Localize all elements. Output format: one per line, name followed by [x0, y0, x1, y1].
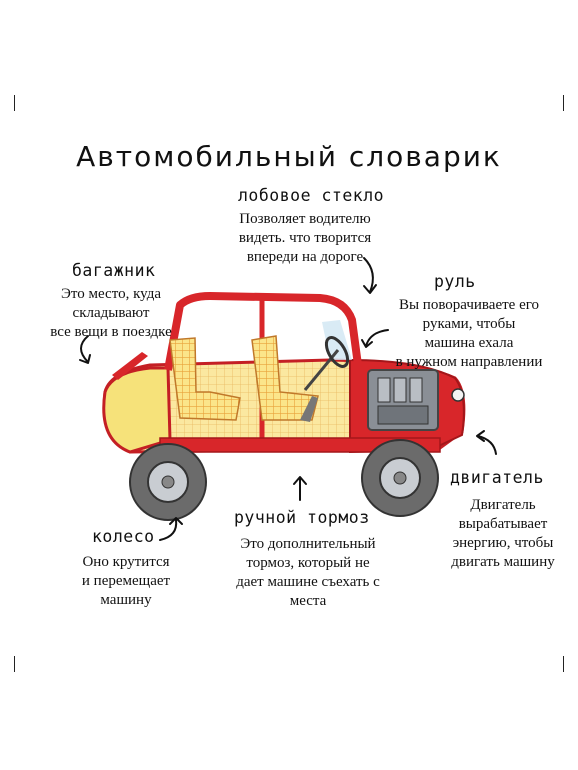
trunk-term: багажник: [72, 261, 156, 280]
trunk-description: Это место, куда складывают все вещи в по…: [50, 286, 172, 340]
handbrake-term: ручной тормоз: [234, 508, 370, 527]
crop-mark: [14, 656, 15, 672]
wheel-description: Оно крутится и перемещает машину: [81, 554, 171, 608]
wheel-arrow: [159, 517, 183, 541]
engine-term: двигатель: [450, 468, 544, 487]
windshield-description: Позволяет водителю видеть. что творится …: [238, 211, 372, 265]
front-wheel: [361, 439, 439, 517]
crop-mark: [563, 95, 564, 111]
trunk-arrow: [79, 335, 91, 364]
windshield-arrow: [363, 257, 377, 294]
page-title: Автомобильный словарик: [76, 140, 502, 173]
handbrake-description: Это дополнительный тормоз, который не да…: [236, 536, 380, 609]
handbrake-arrow: [293, 476, 307, 501]
steering-wheel-arrow: [361, 329, 389, 348]
rear-wheel: [129, 443, 207, 521]
windshield-term: лобовое стекло: [238, 186, 385, 205]
engine-arrow: [476, 430, 497, 455]
crop-mark: [563, 656, 564, 672]
crop-mark: [14, 95, 15, 111]
wheel-term: колесо: [92, 527, 155, 546]
steering-wheel-description: Вы поворачиваете его руками, чтобы машин…: [395, 297, 543, 370]
engine-description: Двигатель вырабатывает энергию, чтобы дв…: [451, 497, 555, 570]
steering-wheel-term: руль: [434, 272, 476, 291]
